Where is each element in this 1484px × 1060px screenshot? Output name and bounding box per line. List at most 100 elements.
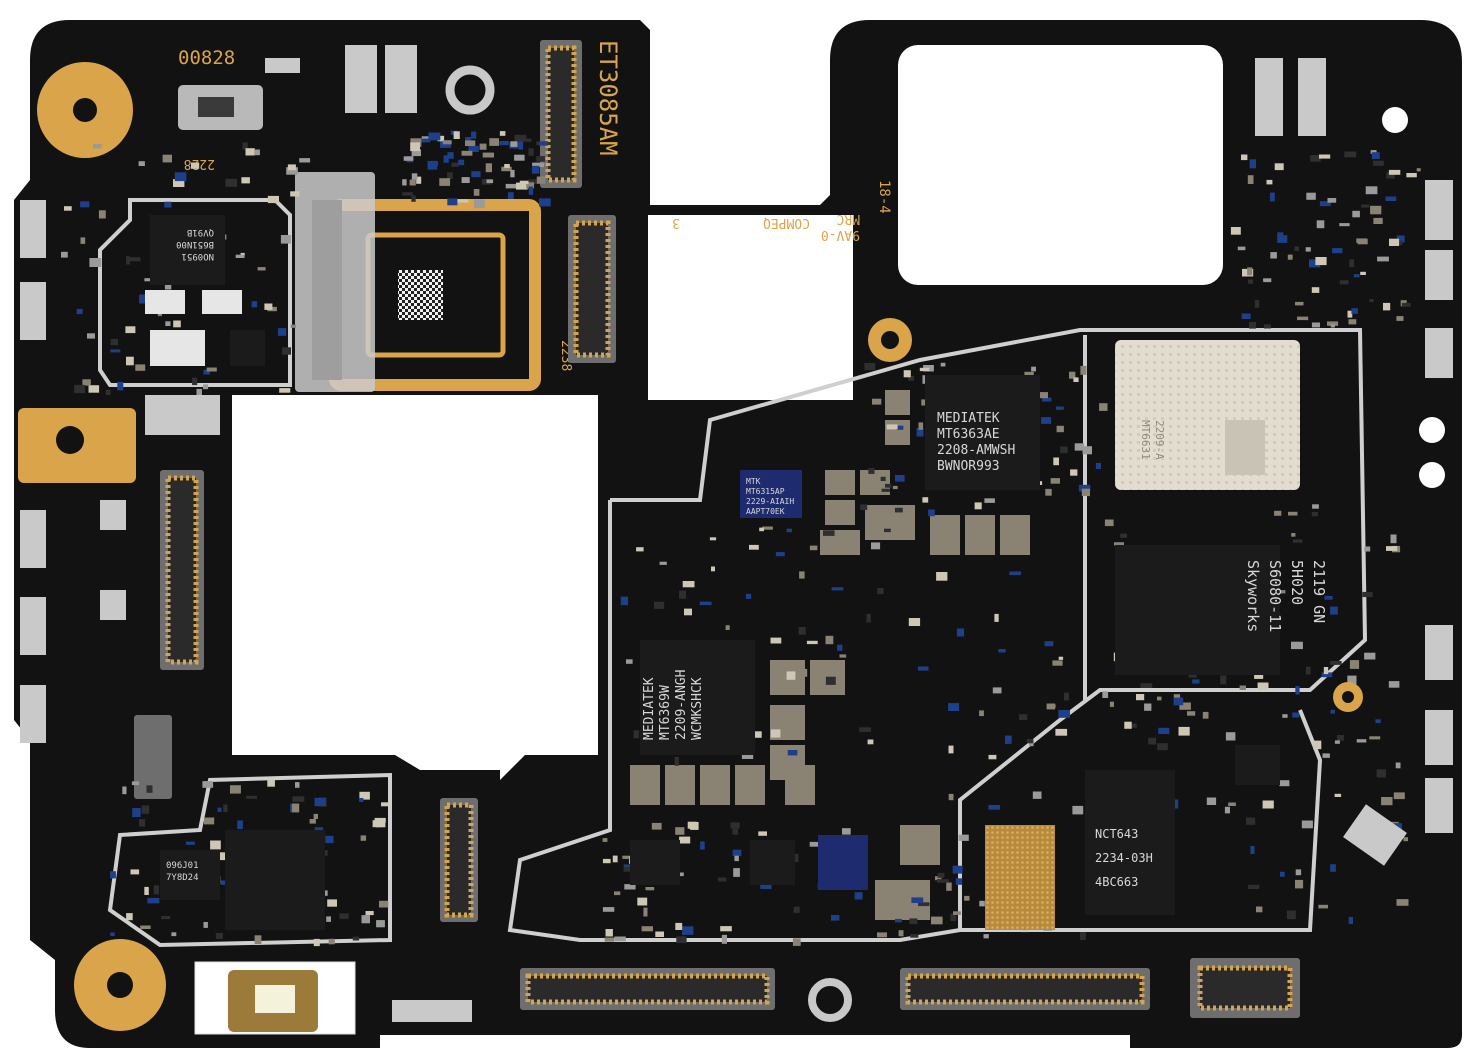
smd-part (516, 182, 528, 190)
smd-part (458, 159, 465, 166)
smd-part (87, 333, 95, 339)
smd-part (1364, 652, 1376, 660)
svg-text:MEDIATEK: MEDIATEK (642, 677, 657, 740)
smd-part (210, 840, 221, 850)
smd-part (1250, 846, 1255, 854)
smd-part (1353, 274, 1360, 278)
smd-part (173, 179, 185, 187)
smd-part (979, 900, 985, 907)
svg-text:MT6631: MT6631 (1139, 420, 1152, 460)
smd-part (526, 182, 535, 189)
smd-part (402, 179, 407, 186)
smd-part (174, 172, 187, 182)
smd-part (290, 324, 296, 328)
smd-part (1344, 151, 1357, 158)
smd-part (1024, 371, 1034, 376)
smd-part (1349, 660, 1360, 669)
smd-part (1334, 740, 1340, 744)
smd-part (1058, 656, 1064, 660)
smd-part (365, 911, 374, 916)
smd-part (360, 835, 367, 841)
smd-part (1052, 660, 1063, 666)
smd-part (456, 199, 469, 203)
smd-part (614, 891, 621, 896)
smd-part (918, 902, 930, 907)
smd-part (871, 542, 881, 550)
smd-part (860, 504, 868, 510)
smd-part (1279, 780, 1290, 787)
svg-text:MT6369W: MT6369W (658, 685, 673, 740)
smd-part (877, 588, 884, 595)
smd-part (675, 827, 685, 835)
smd-part (461, 150, 473, 156)
smd-part (1327, 321, 1339, 326)
smd-part (528, 148, 534, 156)
smd-part (144, 886, 149, 895)
smd-part (1220, 675, 1227, 685)
smd-part (1069, 371, 1076, 379)
smd-part (325, 835, 334, 844)
smd-part (950, 913, 957, 921)
smd-part (1128, 723, 1137, 728)
smd-part (1277, 235, 1288, 243)
svg-text:AAPT70EK: AAPT70EK (746, 507, 785, 516)
smd-part (202, 781, 214, 788)
smd-part (1246, 817, 1256, 825)
smd-part (884, 528, 891, 533)
smd-part (602, 838, 608, 842)
smd-part (1396, 235, 1405, 243)
smd-part (471, 171, 481, 178)
smd-part (139, 294, 150, 304)
smd-part (679, 836, 691, 844)
smd-part (471, 131, 477, 139)
smd-part (760, 883, 772, 889)
smd-part (88, 385, 100, 393)
mounting-hole-icon (445, 65, 495, 115)
smd-part (1157, 743, 1168, 751)
smd-part (1109, 701, 1114, 707)
smd-part (1050, 478, 1060, 484)
smd-part (1026, 739, 1034, 744)
smd-part (359, 791, 370, 800)
smd-part (733, 868, 740, 877)
smd-part (1070, 469, 1078, 476)
smd-part (1254, 300, 1260, 308)
smd-part (64, 206, 72, 211)
smd-part (89, 258, 102, 267)
smd-part (620, 596, 629, 606)
rf-connector-center (1342, 691, 1354, 703)
smd-part (519, 180, 529, 185)
smd-part (130, 869, 140, 875)
smd-part (196, 388, 202, 396)
mounting-hole-icon (1419, 462, 1445, 488)
smd-part (105, 389, 111, 395)
smd-part (314, 797, 326, 807)
smd-part (1158, 727, 1170, 734)
smd-part (510, 141, 518, 147)
smd-part (1348, 916, 1353, 925)
smd-part (505, 183, 517, 189)
svg-text:COMPEQ: COMPEQ (763, 215, 810, 230)
smd-part (1044, 641, 1054, 647)
smd-part (734, 855, 739, 862)
smd-part (292, 796, 305, 802)
smd-part (1306, 192, 1316, 200)
smd-part (831, 915, 840, 921)
smd-part (203, 369, 210, 375)
mounting-hole-icon (1382, 107, 1408, 133)
smd-part (1257, 682, 1269, 690)
smd-part (1140, 683, 1153, 688)
smd-part (1019, 714, 1028, 721)
smd-part (1237, 246, 1246, 251)
gold-shield-pad (985, 825, 1055, 930)
smd-part (499, 131, 506, 136)
smd-part (447, 152, 454, 159)
smd-part (110, 932, 115, 936)
smd-part (988, 805, 1001, 810)
smd-part (1390, 534, 1397, 544)
smd-part (1275, 590, 1286, 594)
smd-part (153, 885, 159, 895)
smd-part (1383, 302, 1391, 311)
smd-part (514, 134, 527, 142)
smd-part (1372, 160, 1384, 166)
